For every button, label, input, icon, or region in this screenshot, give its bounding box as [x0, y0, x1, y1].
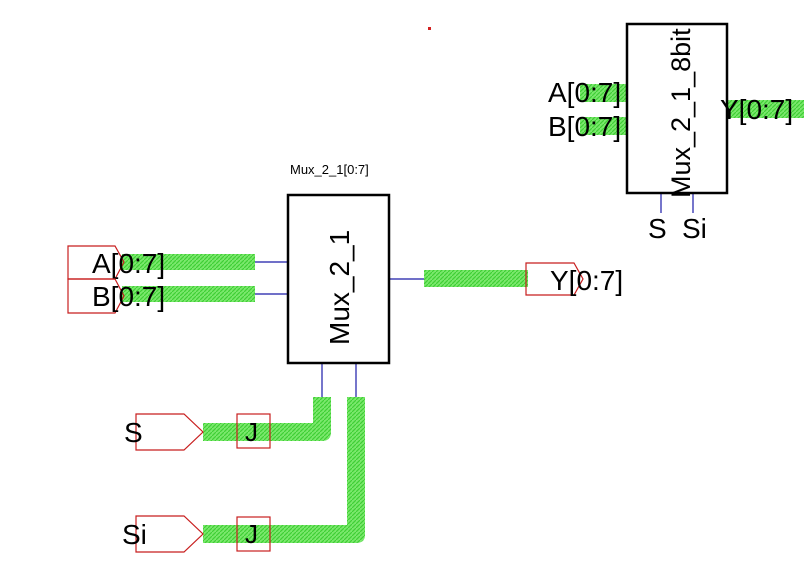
bus-si: [203, 397, 365, 543]
symbol-mux-8bit[interactable]: Mux_2_1_8bit A[0:7] B[0:7] Y[0:7] S Si: [548, 22, 804, 244]
marker-dot: [428, 27, 431, 30]
bus-a: [122, 254, 255, 270]
port-si[interactable]: Si: [122, 515, 204, 553]
symbol-pin-s: S: [648, 213, 667, 244]
symbol-bus-a: [580, 84, 628, 102]
port-a-shape: [67, 245, 125, 280]
symbol-box: [625, 22, 729, 195]
port-si-shape: [135, 515, 204, 553]
port-a-label: A[0:7]: [92, 248, 165, 279]
port-b[interactable]: B[0:7]: [67, 278, 165, 314]
symbol-bus-y: [726, 100, 804, 118]
instance-box: [286, 193, 391, 365]
bus-s: [203, 397, 331, 441]
port-y-label: Y[0:7]: [550, 265, 623, 296]
port-y[interactable]: Y[0:7]: [525, 262, 623, 296]
symbol-pin-b: B[0:7]: [548, 111, 621, 142]
port-b-label: B[0:7]: [92, 281, 165, 312]
jumper-si[interactable]: J: [236, 516, 271, 552]
port-s-shape: [135, 413, 204, 451]
jumper-s-box: [236, 413, 271, 449]
symbol-name: Mux_2_1_8bit: [666, 28, 696, 198]
instance-mux[interactable]: Mux_2_1: [286, 193, 391, 365]
bus-b: [122, 286, 255, 302]
port-a[interactable]: A[0:7]: [67, 245, 165, 280]
port-s[interactable]: S: [124, 413, 204, 451]
symbol-pin-si: Si: [682, 213, 707, 244]
port-s-label: S: [124, 417, 143, 448]
port-b-shape: [67, 278, 125, 314]
jumper-s-label: J: [245, 417, 258, 447]
port-si-label: Si: [122, 519, 147, 550]
instance-label: Mux_2_1[0:7]: [290, 162, 369, 177]
jumper-si-label: J: [245, 519, 258, 549]
bus-y: [424, 270, 528, 287]
instance-cell-name: Mux_2_1: [324, 230, 355, 345]
jumper-si-box: [236, 516, 271, 552]
jumper-s[interactable]: J: [236, 413, 271, 449]
symbol-pin-y: Y[0:7]: [720, 94, 793, 125]
port-y-shape: [525, 262, 584, 296]
symbol-pin-a: A[0:7]: [548, 77, 621, 108]
symbol-bus-b: [580, 117, 628, 135]
